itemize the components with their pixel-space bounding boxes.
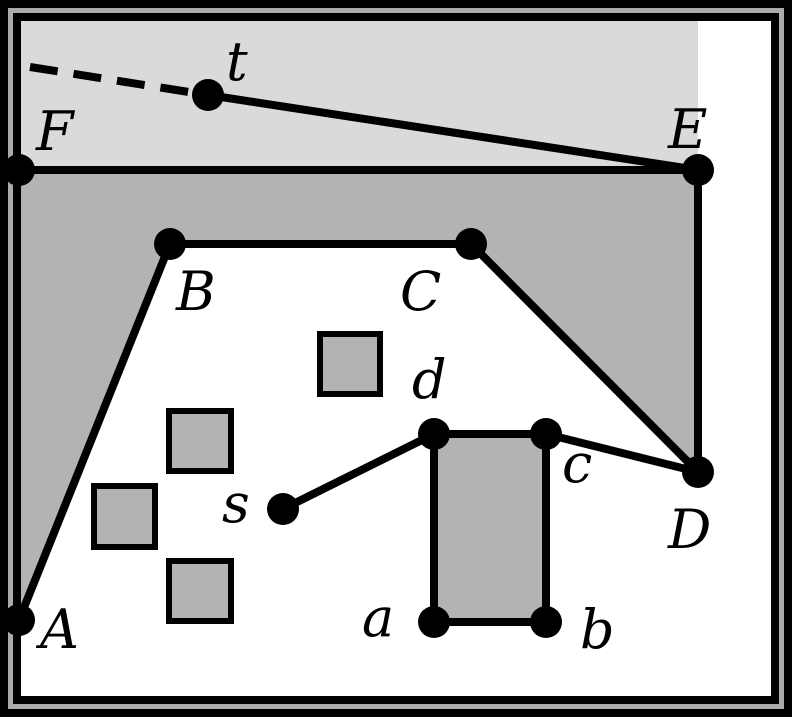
vertex-E: [682, 154, 714, 186]
middle-region: [21, 170, 698, 620]
label-B: B: [175, 260, 216, 323]
edge-c-d: [542, 430, 702, 476]
vertex-s: [267, 493, 299, 525]
vertex-F: [3, 154, 35, 186]
label-A: A: [35, 598, 79, 661]
label-s: s: [222, 472, 250, 535]
label-c: c: [562, 432, 592, 495]
vertex-A: [3, 604, 35, 636]
label-t: t: [226, 30, 248, 93]
label-F: F: [35, 100, 76, 163]
edge-s-d: [279, 430, 438, 513]
vertex-D: [682, 456, 714, 488]
vertex-B: [154, 228, 186, 260]
upper-region: [21, 21, 698, 170]
edge-b-a: [15, 240, 174, 624]
label-b: b: [580, 598, 615, 661]
square-obstacle-4: [166, 558, 234, 624]
vertex-b: [530, 606, 562, 638]
edge-t-e: [204, 91, 702, 174]
square-obstacle-1: [317, 331, 383, 397]
edge-t-dashed: [29, 63, 209, 99]
label-C: C: [400, 260, 441, 323]
label-a: a: [362, 586, 394, 649]
square-obstacle-3: [91, 483, 158, 550]
square-obstacle-2: [166, 408, 234, 474]
edge-d-c-corner: [467, 240, 702, 476]
label-D: D: [667, 498, 711, 561]
label-E: E: [667, 98, 707, 161]
vertex-c: [530, 418, 562, 450]
rectangle-obstacle: [434, 434, 546, 622]
vertex-a: [418, 606, 450, 638]
vertex-C: [455, 228, 487, 260]
label-d: d: [412, 348, 447, 411]
vertex-d: [418, 418, 450, 450]
vertex-t: [192, 79, 224, 111]
